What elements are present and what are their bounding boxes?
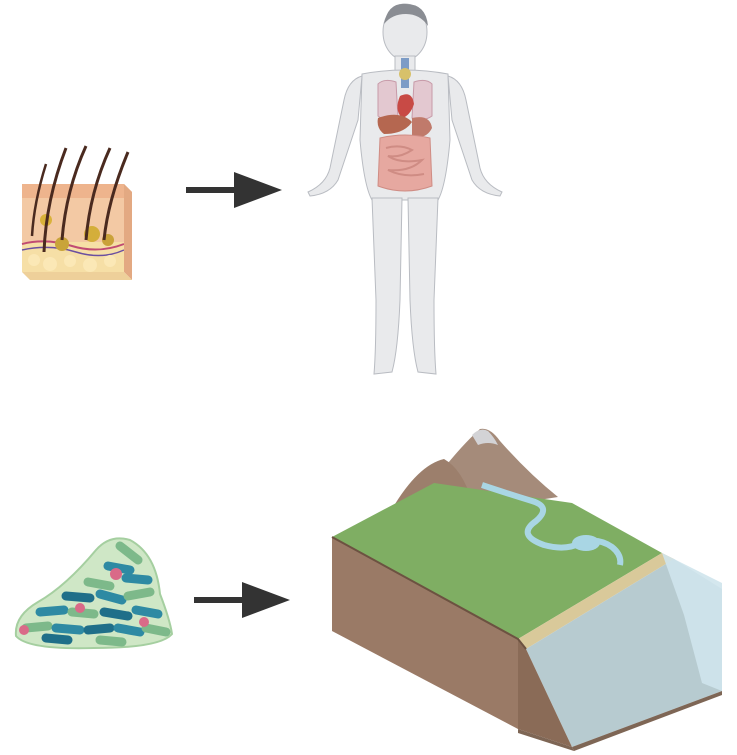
right-arrow-icon — [192, 580, 292, 620]
right-arrow-icon — [184, 170, 284, 210]
bacteria-biofilm-icon — [10, 530, 180, 655]
landscape-block-diagram-icon — [322, 425, 732, 753]
human-body-anatomy-icon — [300, 0, 510, 382]
skin-cross-section-icon — [16, 140, 134, 290]
